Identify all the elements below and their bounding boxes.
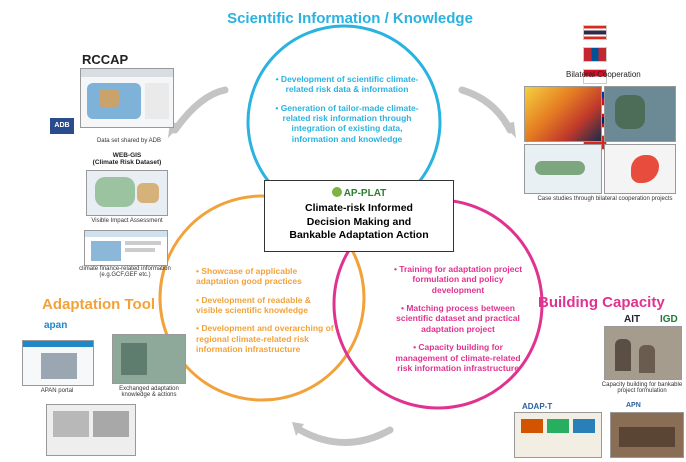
flag-indonesia-icon [583,69,607,84]
leaf-icon [331,187,342,197]
circle-adaptation [158,194,366,402]
webgis-screenshot [86,170,168,216]
flag-mongolia-icon [583,47,607,62]
capacity-photo [604,326,682,380]
finance-screenshot [84,230,168,266]
apn-photo [610,412,684,458]
ap-plat-logo-text: AP-PLAT [343,188,387,199]
rccap-caption: Data set shared by ADB [96,138,162,144]
building-bullet-3: • Capacity building for management of cl… [395,342,521,373]
science-bullet-2: • Generation of tailor-made climate-rela… [275,102,419,144]
apn-logo: APN [626,402,641,409]
apan-logo: apan [44,320,68,331]
exchange-screenshot [112,334,186,384]
adaptation-bullets: • Showcase of applicable adaptation good… [196,266,336,363]
igd-logo: IGD [660,314,678,325]
arrow-bottom [296,426,394,446]
ap-plat-logo: AP-PLAT [265,187,453,200]
center-line-1: Climate-risk Informed [305,202,413,214]
adap-t-screenshot [514,412,602,458]
webgis-title-text: WEB-GIS [112,152,142,159]
science-bullets: • Development of scientific climate-rela… [272,74,422,152]
webgis-title: WEB-GIS (Climate Risk Dataset) [82,152,172,166]
center-box: AP-PLAT Climate-risk Informed Decision M… [264,180,454,252]
island-map [524,144,602,194]
building-bullets: • Training for adaptation project formul… [388,264,528,381]
practice-screenshot [46,404,136,456]
adb-logo: ADB [50,118,74,134]
case-caption: Case studies through bilateral cooperati… [537,196,673,202]
science-title: Scientific Information / Knowledge [227,10,473,27]
building-bullet-2: • Matching process between scientific da… [396,303,520,334]
bilateral-title: Bilateral Cooperation [566,70,641,79]
center-line-3: Bankable Adaptation Action [289,229,429,242]
rccap-screenshot [80,68,174,128]
arrowhead-top-right [502,122,516,138]
apan-portal-screenshot [22,340,94,386]
flag-thailand-icon [583,25,607,40]
visual-caption: Visible Impact Assessment [91,218,163,224]
building-title: Building Capacity [538,294,665,311]
center-line-2: Decision Making and [306,215,412,228]
risk-map [604,144,676,194]
apan-caption: APAN portal [40,388,74,394]
adaptation-bullet-3: • Development and overarching of regiona… [196,323,334,355]
adap-t-logo: ADAP-T [522,402,553,411]
ait-logo: AIT [624,314,641,325]
rccap-title: RCCAP [82,52,129,67]
adaptation-bullet-2: • Development of readable & visible scie… [196,294,311,316]
finance-caption: climate finance-related information (e.g… [79,266,171,278]
arrow-top-left [171,86,229,134]
webgis-subtitle: (Climate Risk Dataset) [92,159,162,166]
adaptation-title: Adaptation Tool [42,296,156,313]
arrowhead-bottom [292,422,304,436]
capacity-caption: Capacity building for bankable project f… [601,382,683,394]
exchange-caption: Exchanged adaptation knowledge & actions [119,386,179,398]
adaptation-bullet-1: • Showcase of applicable adaptation good… [196,266,302,287]
sea-temperature-map [524,86,602,142]
science-bullet-1: • Development of scientific climate-rela… [275,74,419,95]
building-bullet-1: • Training for adaptation project formul… [393,264,523,295]
coastal-map [604,86,676,142]
